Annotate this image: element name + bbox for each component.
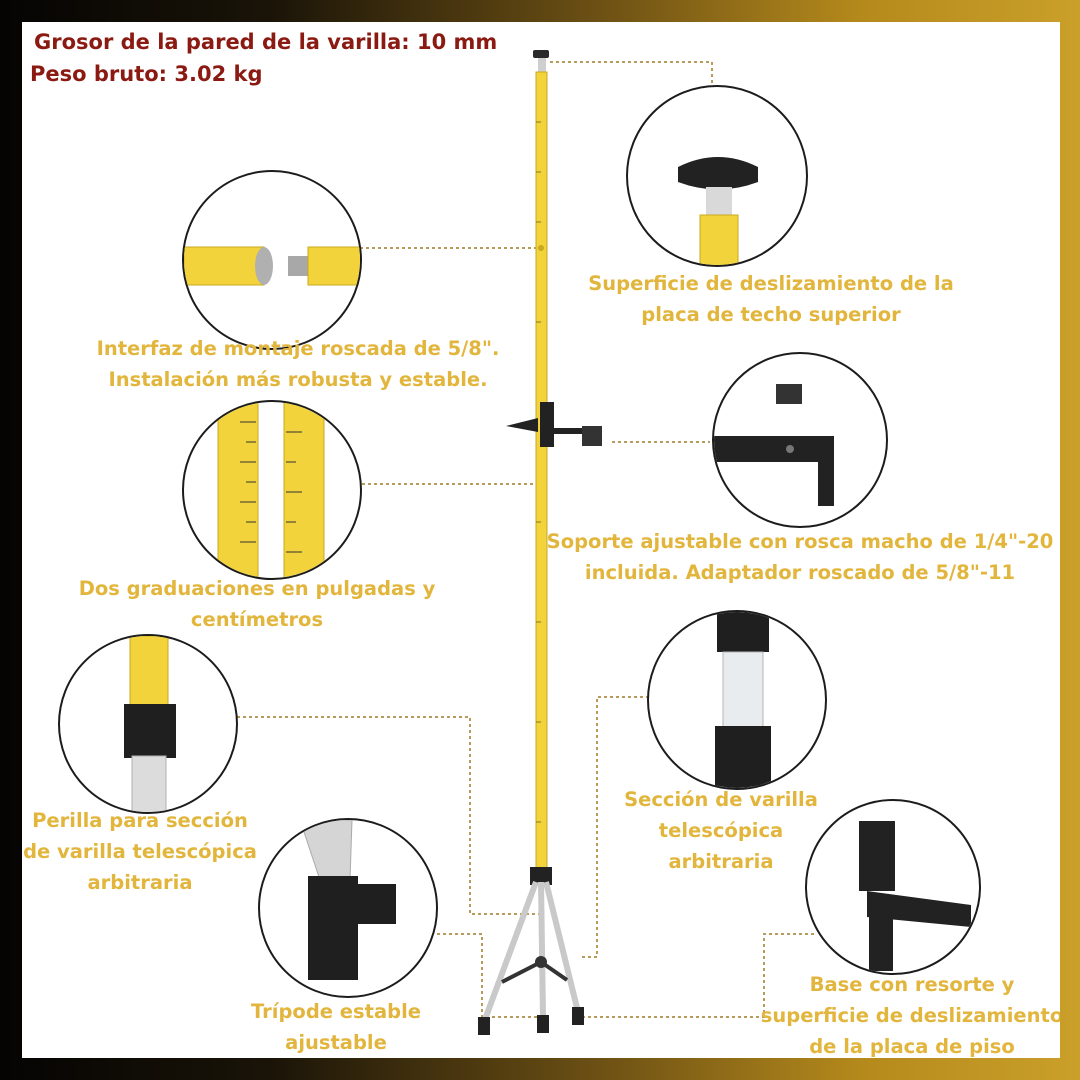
leader-lines — [237, 61, 814, 1018]
graduations-icon — [217, 402, 325, 578]
pole-illustration — [237, 50, 814, 1035]
telescopic-section-caption: Sección de varilla telescópica arbitrari… — [624, 788, 818, 873]
knob-icon — [124, 636, 176, 812]
tripod-detail-circle — [258, 818, 438, 998]
spring-base-icon — [859, 821, 971, 971]
thread-icon — [184, 246, 360, 286]
thread-interface-caption: Interfaz de montaje roscada de 5/8". Ins… — [96, 337, 500, 391]
tripod-caption: Trípode estable ajustable — [251, 1000, 421, 1054]
telescopic-icon — [715, 612, 771, 788]
base-detail-circle — [805, 799, 981, 975]
pole — [478, 50, 602, 1035]
top-plate-caption: Superficie de deslizamiento de la placa … — [588, 272, 954, 326]
spring-base-caption: Base con resorte y superficie de desliza… — [760, 973, 1060, 1058]
top-plate-detail-circle — [626, 85, 808, 267]
gross-weight-spec: Peso bruto: 3.02 kg — [30, 62, 263, 86]
top-plate-icon — [678, 157, 758, 265]
graduations-caption: Dos graduaciones en pulgadas y centímetr… — [78, 577, 436, 631]
knob-detail-circle — [58, 634, 238, 814]
product-panel: Grosor de la pared de la varilla: 10 mm … — [22, 22, 1060, 1058]
graduations-detail-circle — [182, 400, 362, 580]
knob-caption: Perilla para sección de varilla telescóp… — [23, 809, 257, 894]
bracket-caption: Soporte ajustable con rosca macho de 1/4… — [546, 530, 1054, 584]
tripod-icon — [299, 820, 396, 980]
thread-detail-circle — [182, 170, 362, 350]
wall-thickness-spec: Grosor de la pared de la varilla: 10 mm — [34, 30, 498, 54]
bracket-detail-circle — [712, 352, 888, 528]
telescopic-detail-circle — [647, 610, 827, 790]
bracket-icon — [714, 384, 834, 506]
